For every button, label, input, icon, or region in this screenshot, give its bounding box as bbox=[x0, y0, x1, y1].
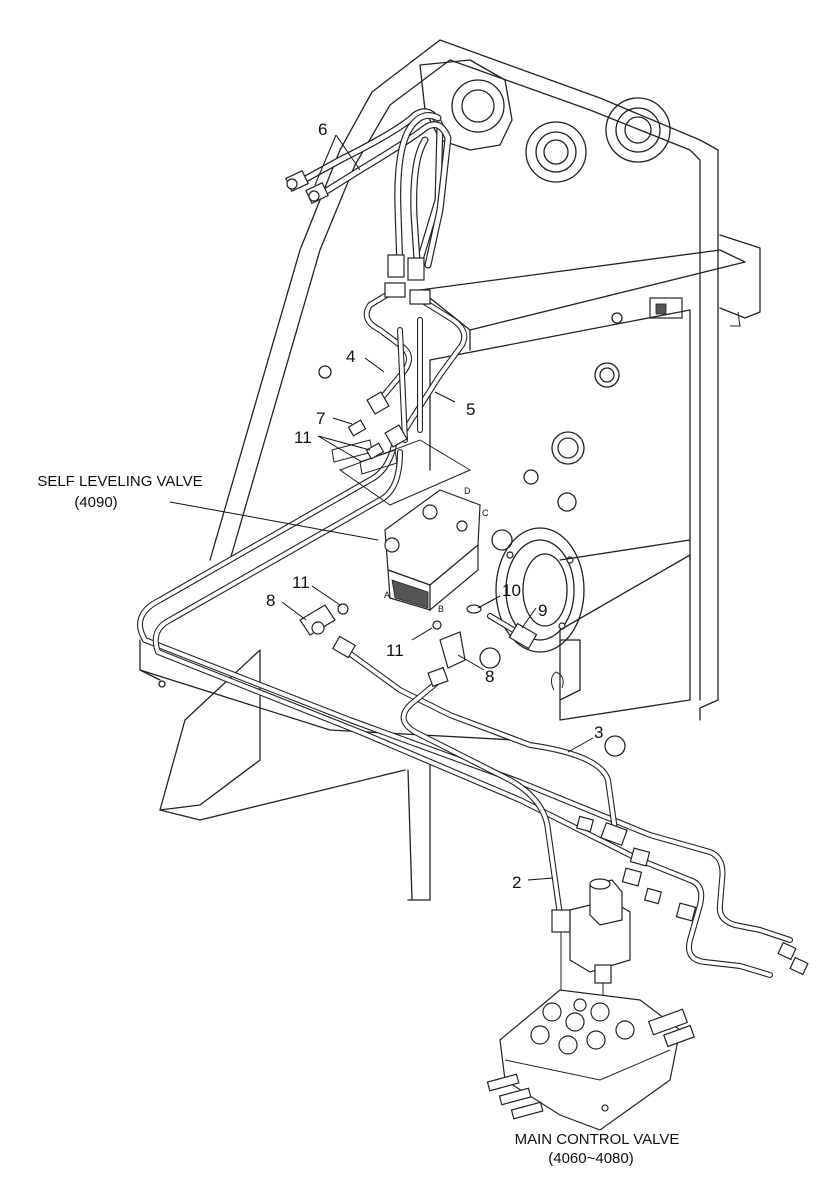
tube-4-and-5 bbox=[331, 282, 472, 506]
callout-11-bottom: 11 bbox=[386, 641, 404, 660]
callout-11-left: 11 bbox=[292, 573, 310, 592]
component-titles: SELF LEVELING VALVE (4090) MAIN CONTROL … bbox=[37, 473, 679, 1167]
fittings bbox=[299, 603, 538, 669]
port-labels: A B C D bbox=[384, 486, 489, 614]
self-leveling-valve bbox=[384, 489, 481, 612]
frame-tube-loop bbox=[137, 437, 809, 978]
self-leveling-valve-title: SELF LEVELING VALVE bbox=[37, 473, 202, 490]
hose-assembly-6 bbox=[285, 108, 452, 281]
callout-9: 9 bbox=[538, 601, 547, 620]
leader-lines bbox=[169, 134, 594, 881]
callout-8-right: 8 bbox=[485, 667, 494, 686]
port-d-label: D bbox=[464, 486, 471, 496]
callout-8-left: 8 bbox=[266, 591, 275, 610]
callout-5: 5 bbox=[466, 400, 475, 419]
callout-7: 7 bbox=[316, 409, 325, 428]
callout-labels: 6 4 5 7 11 11 8 11 8 10 9 3 2 bbox=[266, 120, 603, 892]
port-c-label: C bbox=[482, 508, 489, 518]
port-b-label: B bbox=[438, 604, 444, 614]
callout-2: 2 bbox=[512, 873, 521, 892]
callout-6: 6 bbox=[318, 120, 327, 139]
callout-4: 4 bbox=[346, 347, 355, 366]
main-control-valve-title: MAIN CONTROL VALVE bbox=[515, 1131, 680, 1148]
callout-10: 10 bbox=[502, 581, 521, 600]
main-control-valve bbox=[486, 989, 695, 1131]
boom-mount-frame bbox=[139, 39, 761, 901]
aux-valve-block bbox=[569, 878, 631, 1000]
port-a-label: A bbox=[384, 590, 390, 600]
main-control-valve-code: (4060~4080) bbox=[548, 1150, 634, 1167]
callout-11-top: 11 bbox=[294, 428, 312, 447]
callout-3: 3 bbox=[594, 723, 603, 742]
pipe-2-and-3 bbox=[331, 635, 628, 1000]
self-leveling-valve-code: (4090) bbox=[74, 494, 117, 511]
